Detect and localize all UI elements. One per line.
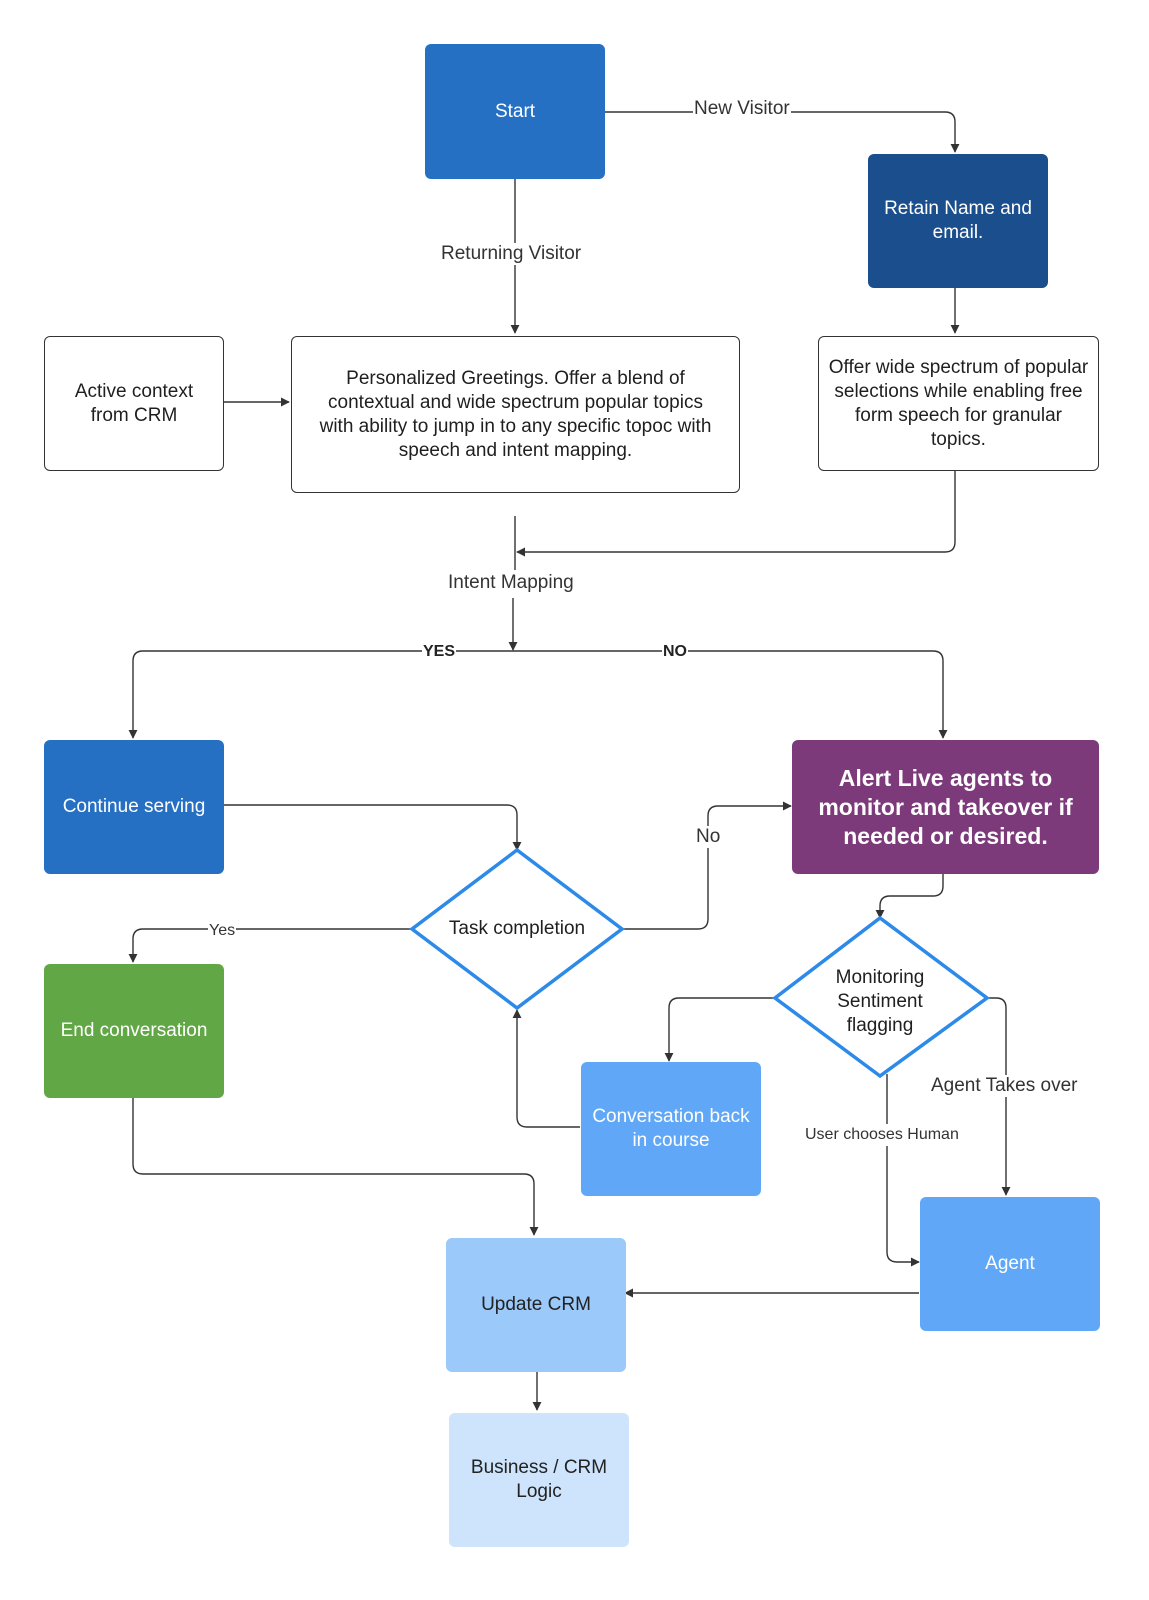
edge-end-to-crm — [132, 1097, 539, 1236]
greetings-label: Personalized Greetings. Offer a blend of… — [319, 367, 712, 461]
edge-monitoring-to-agent-takes — [987, 997, 1011, 1196]
edge-no-branch — [535, 650, 948, 739]
yes-edge-label: Yes — [208, 920, 237, 942]
edge-alert-to-monitoring — [875, 873, 944, 919]
business-logic-node: Business / CRM Logic — [449, 1413, 629, 1547]
agent-takes-over-edge-label: Agent Takes over — [930, 1075, 1079, 1097]
new-visitor-edge-label: New Visitor — [693, 98, 791, 120]
task-completion-label: Task completion — [448, 918, 586, 939]
business-logic-label: Business / CRM Logic — [470, 1457, 608, 1502]
no-branch-label: NO — [662, 641, 688, 663]
returning-visitor-edge-label: Returning Visitor — [440, 243, 583, 265]
continue-serving-node: Continue serving — [44, 740, 224, 874]
edge-monitoring-to-back — [664, 997, 775, 1062]
edge-back-to-task — [512, 1009, 580, 1128]
conversation-back-label: Conversation back in course — [592, 1106, 750, 1151]
edge-task-to-end — [128, 928, 412, 963]
alert-label: Alert Live agents to monitor and takeove… — [818, 764, 1073, 849]
conversation-back-node: Conversation back in course — [581, 1062, 761, 1196]
edge-start-to-retain — [605, 111, 960, 153]
user-chooses-human-edge-label: User chooses Human — [804, 1124, 960, 1146]
retain-name-email-node: Retain Name and email. — [868, 154, 1048, 288]
no-edge-label: No — [695, 826, 722, 848]
agent-node: Agent — [920, 1197, 1100, 1331]
monitoring-label: Monitoring Sentiment flagging — [835, 967, 925, 1036]
end-conversation-node: End conversation — [44, 964, 224, 1098]
end-conversation-label: End conversation — [60, 1020, 208, 1041]
edge-monitoring-to-agent-user — [886, 1074, 920, 1267]
update-crm-label: Update CRM — [481, 1294, 591, 1315]
edge-offer-to-merge — [516, 471, 956, 557]
active-context-label: Active context from CRM — [74, 380, 194, 426]
offer-spectrum-node: Offer wide spectrum of popular selection… — [818, 336, 1099, 471]
edge-continue-to-task — [224, 804, 522, 851]
continue-serving-label: Continue serving — [62, 796, 206, 817]
offer-spectrum-label: Offer wide spectrum of popular selection… — [828, 356, 1089, 450]
start-node: Start — [425, 44, 605, 179]
edge-task-to-alert — [622, 801, 792, 930]
active-context-node: Active context from CRM — [44, 336, 224, 471]
update-crm-node: Update CRM — [446, 1238, 626, 1372]
yes-branch-label: YES — [422, 641, 457, 663]
agent-label: Agent — [985, 1253, 1035, 1274]
monitoring-diamond — [772, 915, 990, 1079]
alert-live-agents-node: Alert Live agents to monitor and takeove… — [792, 740, 1099, 874]
task-completion-diamond — [409, 847, 625, 1011]
personalized-greetings-node: Personalized Greetings. Offer a blend of… — [291, 336, 740, 493]
intent-mapping-edge-label: Intent Mapping — [447, 572, 575, 594]
retain-label: Retain Name and email. — [884, 198, 1032, 243]
start-label: Start — [494, 100, 536, 122]
edge-yes-branch — [128, 650, 535, 739]
